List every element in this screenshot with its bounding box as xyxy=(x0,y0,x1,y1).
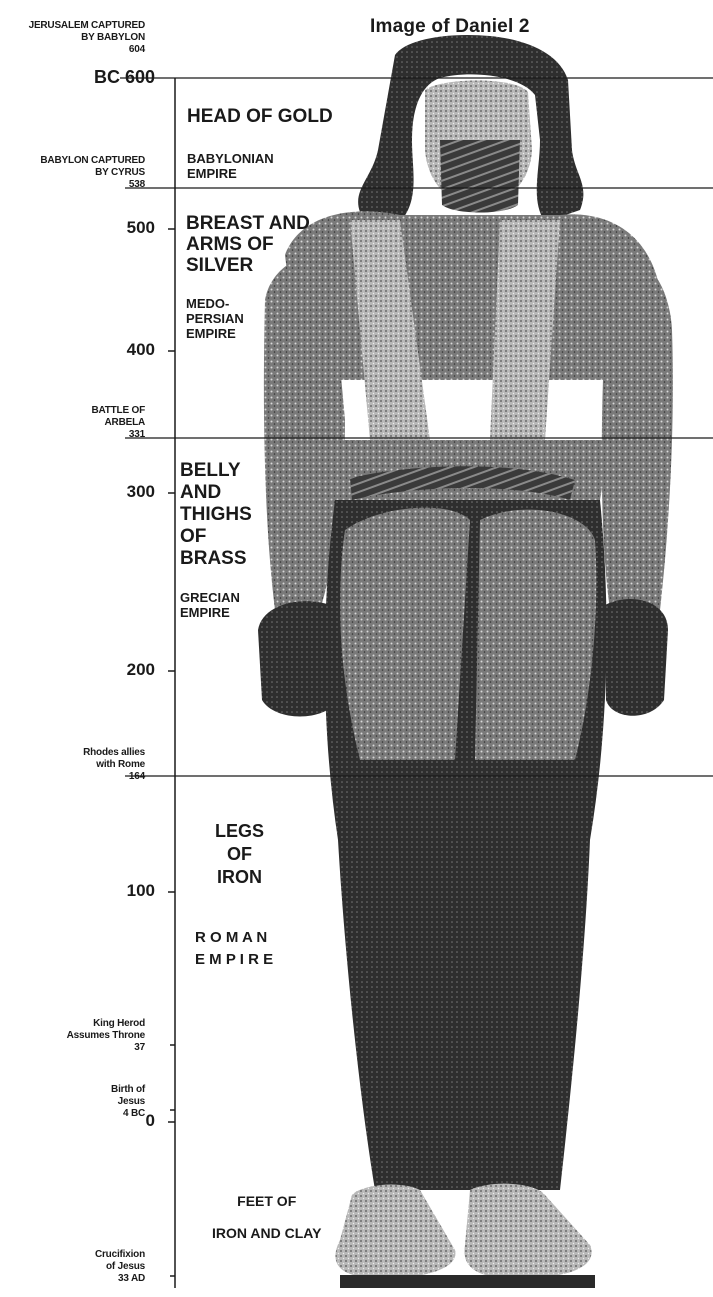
region-name: LEGS OF IRON xyxy=(215,820,264,889)
empire-name: GRECIAN EMPIRE xyxy=(180,590,252,620)
tick-500: 500 xyxy=(127,218,155,238)
event-year: 538 xyxy=(40,179,145,191)
event-label: BATTLE OF ARBELA xyxy=(91,405,145,428)
section-belly-and-thighs: BELLY AND THIGHS OF BRASS GRECIAN EMPIRE xyxy=(180,442,252,638)
diagram-title: Image of Daniel 2 xyxy=(370,16,530,38)
section-legs-of-iron: LEGS OF IRON xyxy=(215,802,264,907)
tick-0: 0 xyxy=(146,1111,155,1131)
event-year: 164 xyxy=(83,771,145,783)
event-label: King Herod Assumes Throne xyxy=(67,1018,145,1041)
section-feet-of-iron-and-clay: FEET OF IRON AND CLAY xyxy=(212,1167,321,1267)
empire-name: BABYLONIAN EMPIRE xyxy=(187,151,333,181)
tick-100: 100 xyxy=(127,881,155,901)
event-year: 604 xyxy=(29,44,145,56)
region-name: BELLY AND THIGHS OF BRASS xyxy=(180,460,252,570)
section-roman-empire: R O M A N E M P I R E xyxy=(195,909,273,989)
event-label: BABYLON CAPTURED BY CYRUS xyxy=(40,155,145,178)
event-label: JERUSALEM CAPTURED BY BABYLON xyxy=(29,20,145,43)
region-name: BREAST AND ARMS OF SILVER xyxy=(186,213,310,276)
region-name: FEET OF IRON AND CLAY xyxy=(212,1185,321,1249)
event-label: Birth of Jesus xyxy=(111,1084,145,1107)
event-year: 4 BC xyxy=(111,1108,145,1120)
event-year: 33 AD xyxy=(95,1273,145,1285)
section-breast-and-arms: BREAST AND ARMS OF SILVER MEDO- PERSIAN … xyxy=(186,195,310,359)
empire-name: MEDO- PERSIAN EMPIRE xyxy=(186,296,310,341)
tick-bc-600: BC 600 xyxy=(94,67,155,88)
event-label: Rhodes allies with Rome xyxy=(83,747,145,770)
event-year: 331 xyxy=(91,429,145,441)
empire-name: R O M A N E M P I R E xyxy=(195,927,273,971)
region-name: HEAD OF GOLD xyxy=(187,106,333,127)
event-label: Crucifixion of Jesus xyxy=(95,1249,145,1272)
tick-400: 400 xyxy=(127,340,155,360)
timeline-ticks xyxy=(168,229,175,1276)
tick-300: 300 xyxy=(127,482,155,502)
tick-200: 200 xyxy=(127,660,155,680)
statue-figure xyxy=(258,35,673,1288)
event-year: 37 xyxy=(67,1042,145,1054)
section-head-of-gold: HEAD OF GOLD BABYLONIAN EMPIRE xyxy=(187,88,333,199)
